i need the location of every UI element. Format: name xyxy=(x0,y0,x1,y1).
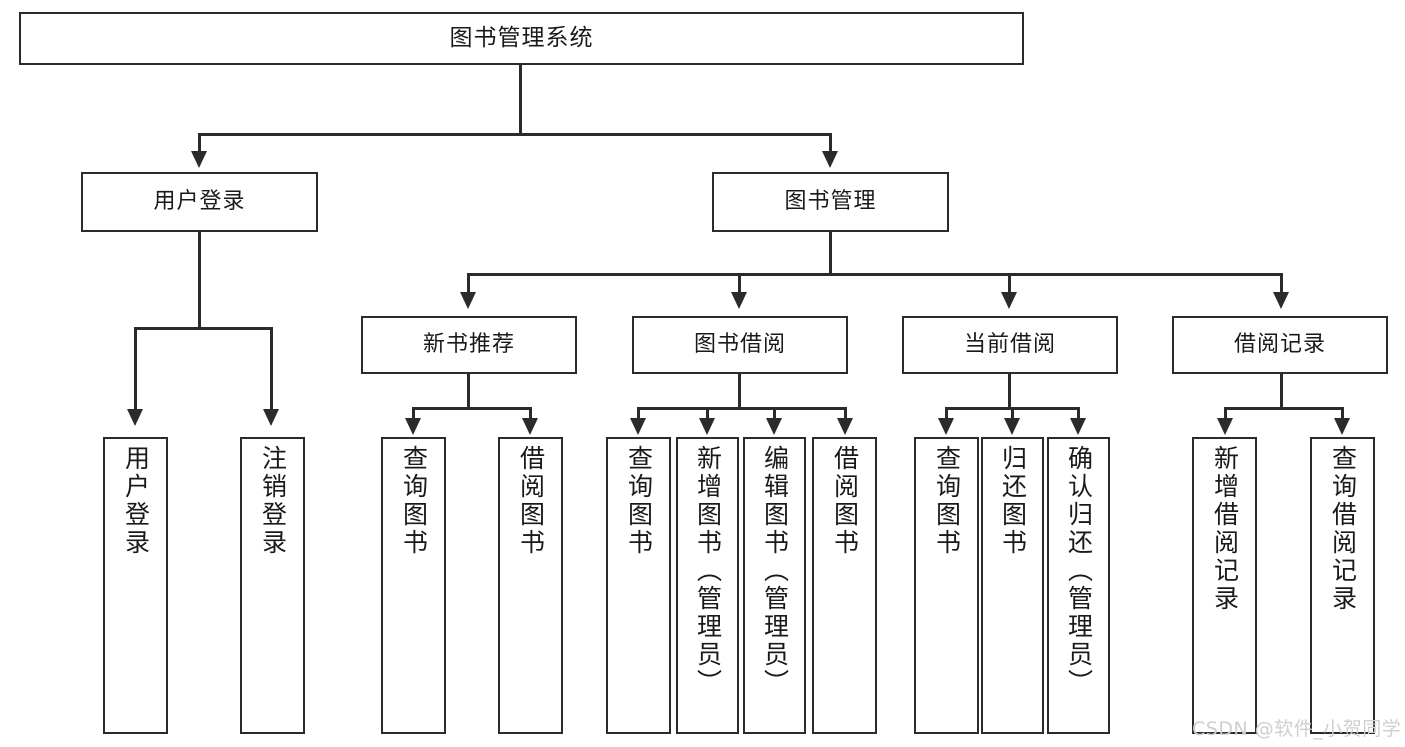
connector-user-login-stem xyxy=(198,232,201,328)
connector-book-management-bus xyxy=(467,273,1283,276)
arrowhead-nbr-leaf-1 xyxy=(405,418,421,435)
arrowhead-bb-leaf-3 xyxy=(766,418,782,435)
connector-user-login-drop-2 xyxy=(270,327,273,412)
leaf-nbr-borrow-book[interactable]: 借阅图书 xyxy=(498,437,563,734)
node-label: 新书推荐 xyxy=(422,332,515,358)
node-label: 当前借阅 xyxy=(963,332,1056,358)
connector-root-drop-left xyxy=(198,133,201,155)
node-current-borrow[interactable]: 当前借阅 xyxy=(902,316,1118,374)
arrowhead-user-login-leaf-2 xyxy=(263,409,279,426)
arrowhead-bb-leaf-2 xyxy=(699,418,715,435)
connector-user-login-bus xyxy=(134,327,272,330)
arrowhead-cb-leaf-3 xyxy=(1070,418,1086,435)
leaf-br-add-record[interactable]: 新增借阅记录 xyxy=(1192,437,1257,734)
connector-nbr-bus xyxy=(412,407,532,410)
leaf-bb-add-book-admin[interactable]: 新增图书（管理员） xyxy=(676,437,739,734)
node-label: 查询借阅记录 xyxy=(1328,445,1358,613)
arrowhead-to-new-book-recommend xyxy=(460,292,476,309)
arrowhead-user-login-leaf-1 xyxy=(127,409,143,426)
node-label: 新增图书（管理员） xyxy=(693,445,723,697)
node-label: 查询图书 xyxy=(932,445,962,557)
leaf-user-login-login[interactable]: 用户登录 xyxy=(103,437,168,734)
node-new-book-recommend[interactable]: 新书推荐 xyxy=(361,316,577,374)
connector-nbr-drop-1 xyxy=(412,407,415,421)
connector-br-drop-2 xyxy=(1341,407,1344,421)
connector-nbr-stem xyxy=(467,374,470,408)
arrowhead-br-leaf-2 xyxy=(1334,418,1350,435)
arrowhead-bb-leaf-1 xyxy=(630,418,646,435)
node-label: 图书管理 xyxy=(784,189,877,215)
connector-br-drop-1 xyxy=(1224,407,1227,421)
leaf-cb-return-book[interactable]: 归还图书 xyxy=(981,437,1044,734)
node-label: 新增借阅记录 xyxy=(1210,445,1240,613)
connector-bm-drop-1 xyxy=(467,273,470,295)
node-book-borrow[interactable]: 图书借阅 xyxy=(632,316,848,374)
node-borrow-record[interactable]: 借阅记录 xyxy=(1172,316,1388,374)
leaf-nbr-query-book[interactable]: 查询图书 xyxy=(381,437,446,734)
leaf-bb-edit-book-admin[interactable]: 编辑图书（管理员） xyxy=(743,437,806,734)
node-label: 编辑图书（管理员） xyxy=(760,445,790,697)
connector-bb-bus xyxy=(637,407,847,410)
node-label: 注销登录 xyxy=(258,445,288,557)
connector-cb-drop-1 xyxy=(945,407,948,421)
arrowhead-nbr-leaf-2 xyxy=(522,418,538,435)
node-label: 查询图书 xyxy=(624,445,654,557)
connector-bm-drop-4 xyxy=(1280,273,1283,295)
connector-cb-stem xyxy=(1008,374,1011,408)
arrowhead-to-borrow-record xyxy=(1273,292,1289,309)
connector-nbr-drop-2 xyxy=(529,407,532,421)
node-label: 借阅记录 xyxy=(1233,332,1326,358)
connector-bb-stem xyxy=(738,374,741,408)
arrowhead-bb-leaf-4 xyxy=(837,418,853,435)
connector-user-login-drop-1 xyxy=(134,327,137,412)
connector-bm-drop-3 xyxy=(1008,273,1011,295)
node-book-management[interactable]: 图书管理 xyxy=(712,172,949,232)
connector-cb-drop-3 xyxy=(1077,407,1080,421)
arrowhead-to-user-login xyxy=(191,151,207,168)
connector-bb-drop-2 xyxy=(706,407,709,421)
leaf-cb-confirm-return-admin[interactable]: 确认归还（管理员） xyxy=(1047,437,1110,734)
arrowhead-to-book-borrow xyxy=(731,292,747,309)
connector-root-bus xyxy=(198,133,832,136)
node-label: 图书借阅 xyxy=(693,332,786,358)
connector-root-drop-right xyxy=(829,133,832,155)
node-root-system[interactable]: 图书管理系统 xyxy=(19,12,1024,65)
arrowhead-br-leaf-1 xyxy=(1217,418,1233,435)
connector-book-management-stem xyxy=(829,232,832,274)
node-label: 确认归还（管理员） xyxy=(1064,445,1094,697)
arrowhead-to-book-manage xyxy=(822,151,838,168)
node-label: 归还图书 xyxy=(998,445,1028,557)
connector-cb-drop-2 xyxy=(1011,407,1014,421)
connector-root-stem xyxy=(519,65,522,133)
node-label: 查询图书 xyxy=(399,445,429,557)
node-label: 用户登录 xyxy=(153,189,246,215)
connector-br-bus xyxy=(1224,407,1344,410)
watermark-text: CSDN @软件_小贺同学 xyxy=(1192,718,1402,740)
leaf-cb-query-book[interactable]: 查询图书 xyxy=(914,437,979,734)
leaf-user-login-logout[interactable]: 注销登录 xyxy=(240,437,305,734)
connector-bb-drop-3 xyxy=(773,407,776,421)
connector-bb-drop-4 xyxy=(844,407,847,421)
leaf-bb-borrow-book[interactable]: 借阅图书 xyxy=(812,437,877,734)
connector-br-stem xyxy=(1280,374,1283,408)
arrowhead-to-current-borrow xyxy=(1001,292,1017,309)
arrowhead-cb-leaf-1 xyxy=(938,418,954,435)
node-label: 图书管理系统 xyxy=(449,24,594,51)
node-user-login[interactable]: 用户登录 xyxy=(81,172,318,232)
node-label: 用户登录 xyxy=(121,445,151,557)
connector-bb-drop-1 xyxy=(637,407,640,421)
leaf-br-query-record[interactable]: 查询借阅记录 xyxy=(1310,437,1375,734)
leaf-bb-query-book[interactable]: 查询图书 xyxy=(606,437,671,734)
node-label: 借阅图书 xyxy=(516,445,546,557)
node-label: 借阅图书 xyxy=(830,445,860,557)
connector-bm-drop-2 xyxy=(738,273,741,295)
arrowhead-cb-leaf-2 xyxy=(1004,418,1020,435)
